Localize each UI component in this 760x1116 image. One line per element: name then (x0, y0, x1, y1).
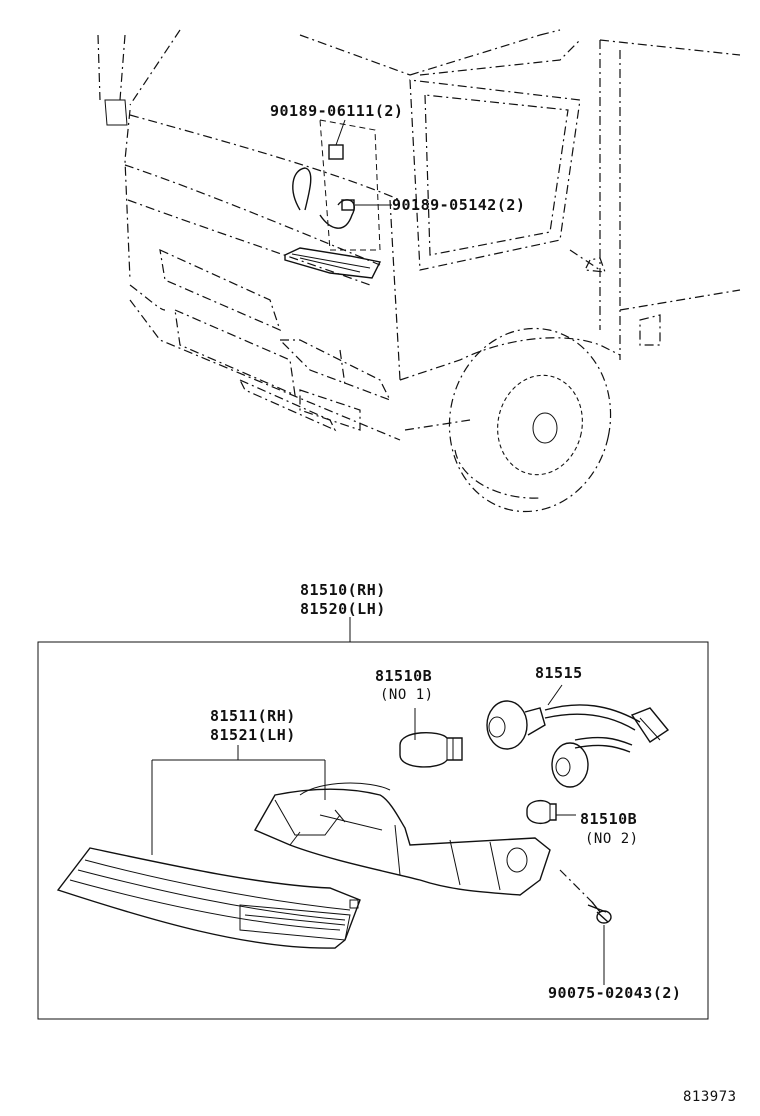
clip-upper-label: 90189-06111(2) (270, 102, 404, 120)
socket-label: 81515 (535, 664, 583, 682)
screw-label: 90075-02043(2) (548, 984, 682, 1002)
installed-turn-lamp (284, 119, 392, 279)
lens-rh-label: 81511(RH) (210, 707, 296, 725)
assembly-rh-label: 81510(RH) (300, 581, 386, 599)
assembly-box (37, 641, 709, 1020)
clip-lower-label: 90189-05142(2) (392, 196, 526, 214)
lamp-housing-drawing (254, 782, 551, 896)
assembly-lh-label: 81520(LH) (300, 600, 386, 618)
figure-id-label: 813973 (683, 1089, 737, 1105)
bulb-no2-drawing (526, 799, 576, 825)
bulb-no1-drawing (399, 708, 463, 768)
socket-wire-drawing (486, 684, 670, 788)
lens-lh-label: 81521(LH) (210, 726, 296, 744)
screw-drawing (559, 869, 612, 985)
bulb1-note-label: (NO 1) (380, 687, 434, 703)
bulb2-note-label: (NO 2) (585, 831, 639, 847)
truck-outline (97, 29, 741, 513)
bulb2-part-label: 81510B (580, 810, 638, 828)
bulb1-part-label: 81510B (375, 667, 433, 685)
lens-drawing (56, 847, 361, 949)
